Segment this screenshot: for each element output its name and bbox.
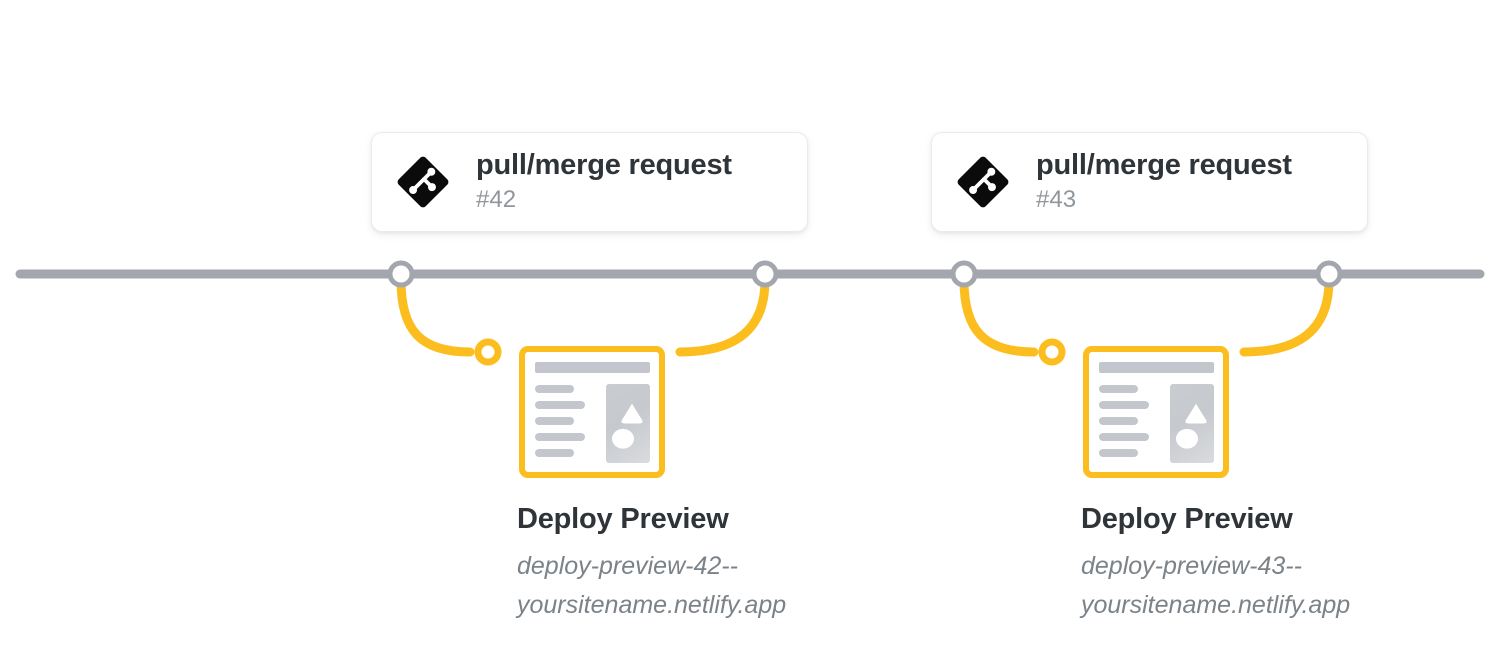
git-logo-icon xyxy=(397,156,449,208)
pull-request-title: pull/merge request xyxy=(476,148,732,181)
deploy-preview-title: Deploy Preview xyxy=(1081,503,1293,535)
sun-circle-icon xyxy=(612,428,634,449)
pull-request-title: pull/merge request xyxy=(1036,148,1292,181)
thumbnail-text-line xyxy=(1099,385,1139,393)
pull-request-text-42: pull/merge request #42 xyxy=(476,149,732,216)
thumbnail-text-line xyxy=(1099,401,1150,409)
deploy-preview-thumbnail-43[interactable] xyxy=(1083,346,1229,478)
thumbnail-text-line xyxy=(535,449,575,457)
branch-line-out-43 xyxy=(959,275,1039,357)
pull-request-text-43: pull/merge request #43 xyxy=(1036,149,1292,216)
commit-node-merge-42[interactable] xyxy=(751,260,779,288)
mountain-triangle-icon xyxy=(621,403,643,424)
deploy-node-43[interactable] xyxy=(1038,338,1066,366)
deploy-preview-caption-42: Deploy Preview deploy-preview-42-- yours… xyxy=(517,502,897,624)
sun-circle-icon xyxy=(1176,428,1198,449)
pull-request-card-43[interactable]: pull/merge request #43 xyxy=(931,132,1368,232)
commit-node-merge-43[interactable] xyxy=(1315,260,1343,288)
deploy-preview-url: deploy-preview-43-- yoursitename.netlify… xyxy=(1081,547,1381,625)
thumbnail-text-line xyxy=(1099,449,1139,457)
git-logo-icon xyxy=(957,156,1009,208)
deploy-preview-caption-43: Deploy Preview deploy-preview-43-- yours… xyxy=(1081,502,1461,624)
deploy-preview-url-line1: deploy-preview-42-- xyxy=(517,551,738,580)
deploy-node-42[interactable] xyxy=(474,338,502,366)
thumbnail-text-lines xyxy=(535,384,598,463)
deploy-preview-title: Deploy Preview xyxy=(517,503,729,535)
deploy-preview-url-line1: deploy-preview-43-- xyxy=(1081,551,1302,580)
branch-line-out-42 xyxy=(396,275,475,357)
thumbnail-text-line xyxy=(535,433,586,441)
deploy-preview-url-line2: yoursitename.netlify.app xyxy=(1081,590,1351,619)
deploy-preview-thumbnail-42[interactable] xyxy=(519,346,665,478)
image-placeholder-shapes xyxy=(1176,403,1207,449)
mountain-triangle-icon xyxy=(1185,403,1207,424)
branch-line-merge-43 xyxy=(1239,275,1334,357)
thumbnail-text-lines xyxy=(1099,384,1162,463)
thumbnail-header-bar xyxy=(535,362,650,373)
pull-request-number: #43 xyxy=(1036,186,1077,214)
thumbnail-image-placeholder xyxy=(606,384,650,463)
pull-request-card-42[interactable]: pull/merge request #42 xyxy=(371,132,808,232)
thumbnail-text-line xyxy=(1099,417,1139,425)
image-placeholder-shapes xyxy=(612,403,643,449)
commit-node-branch-out-43[interactable] xyxy=(950,260,978,288)
deploy-preview-url: deploy-preview-42-- yoursitename.netlify… xyxy=(517,547,817,625)
thumbnail-header-bar xyxy=(1099,362,1214,373)
thumbnail-text-line xyxy=(535,401,586,409)
thumbnail-body xyxy=(535,384,650,463)
thumbnail-body xyxy=(1099,384,1214,463)
thumbnail-image-placeholder xyxy=(1170,384,1214,463)
thumbnail-text-line xyxy=(535,385,575,393)
commit-node-branch-out-42[interactable] xyxy=(387,260,415,288)
thumbnail-text-line xyxy=(1099,433,1150,441)
branch-line-merge-42 xyxy=(675,275,770,357)
thumbnail-text-line xyxy=(535,417,575,425)
pull-request-number: #42 xyxy=(476,186,517,214)
deploy-preview-url-line2: yoursitename.netlify.app xyxy=(517,590,787,619)
